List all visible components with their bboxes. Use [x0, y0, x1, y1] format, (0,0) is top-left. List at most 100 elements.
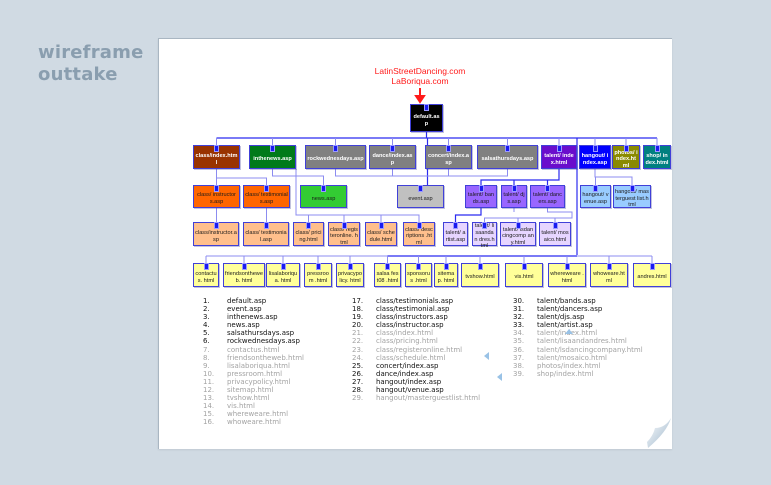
node-class-testimonials[interactable]: class/ testimonials.asp — [243, 185, 290, 208]
node-label: contactus. html — [195, 270, 217, 284]
node-news[interactable]: news.asp — [300, 185, 347, 208]
node-event[interactable]: event.asp — [397, 185, 444, 208]
node-talent-artist[interactable]: talent/ artist.asp — [443, 222, 468, 246]
node-hangout-masterguestlist[interactable]: hangout/ masterguest list.html — [613, 185, 651, 208]
node-class-testimonial[interactable]: class/ testimonial.asp — [243, 222, 289, 246]
page-marker-icon — [505, 145, 510, 152]
node-lisalaboriqua[interactable]: lisalaboriqua. html — [266, 263, 300, 287]
node-inthenews[interactable]: inthenews.asp — [249, 145, 296, 169]
node-whoweare[interactable]: whoweare.html — [590, 263, 628, 287]
node-label: sitemap. html — [437, 270, 455, 284]
node-shop-index[interactable]: shop/ index.html — [643, 145, 671, 169]
page-marker-icon — [321, 185, 326, 192]
node-pressroom[interactable]: pressroom .html — [304, 263, 332, 287]
node-sitemap[interactable]: sitemap. html — [434, 263, 458, 287]
node-concert-index[interactable]: concert/index.asp — [425, 145, 472, 169]
page-list-filename: tvshow.html — [227, 394, 270, 403]
node-vis[interactable]: vis.html — [505, 263, 543, 287]
page-list-filename: contactus.html — [227, 345, 280, 354]
page-list-item: 4.news.asp — [203, 321, 304, 329]
page-list-number: 9. — [203, 361, 210, 370]
page-list-filename: hangout/venue.asp — [376, 386, 444, 395]
node-label: salsathursdays.asp — [481, 156, 534, 163]
page-list-number: 28. — [352, 386, 364, 395]
page-marker-icon — [453, 222, 458, 229]
page-list-item: 34.talent/index.html — [513, 329, 643, 337]
node-label: dance/index.asp — [372, 152, 413, 166]
page-marker-icon — [270, 145, 275, 152]
node-contactus[interactable]: contactus. html — [193, 263, 219, 287]
node-class-pricing[interactable]: class/ pricing.html — [293, 222, 324, 246]
page-marker-icon — [385, 263, 390, 270]
node-talent-mosaico[interactable]: talent/ mosaico.html — [539, 222, 571, 246]
page-list-number: 37. — [513, 353, 525, 362]
node-talent-lisaandandres[interactable]: talent/ lisaandan dres.html — [472, 222, 497, 249]
page-marker-icon — [482, 222, 487, 229]
node-class-instructors[interactable]: class/ instructors.asp — [193, 185, 240, 208]
node-class-registeronline[interactable]: class/ registeronline. html — [328, 222, 360, 246]
page-curl-icon — [623, 400, 671, 448]
page-list-number: 27. — [352, 377, 364, 386]
page-list-item: 9.lisalaboriqua.html — [203, 362, 304, 370]
page-list-filename: concert/index.asp — [376, 361, 439, 370]
node-hangout-index[interactable]: hangout/ index.asp — [579, 145, 611, 169]
page-list-filename: class/instructor.asp — [376, 321, 444, 330]
node-whereweare[interactable]: whereweare .html — [548, 263, 586, 287]
node-dance-index[interactable]: dance/index.asp — [369, 145, 416, 169]
page-marker-icon — [214, 185, 219, 192]
node-class-index[interactable]: class/index.html — [193, 145, 240, 169]
node-label: shop/ index.html — [645, 152, 669, 166]
node-label: class/ testimonial.asp — [245, 229, 287, 243]
page-list-item: 5.salsathursdays.asp — [203, 329, 304, 337]
node-label: rockwednesdays.asp — [307, 156, 364, 163]
node-sponsorus[interactable]: sponsorus .html — [405, 263, 432, 287]
page-list-number: 19. — [352, 313, 364, 322]
page-list-item: 28. hangout/venue.asp — [352, 386, 480, 394]
node-talent-lsdancingcompany[interactable]: talent/ lsdancingcomp any.html — [500, 222, 536, 246]
page-marker-icon — [341, 222, 347, 229]
page-marker-icon — [416, 263, 421, 270]
node-class-schedule[interactable]: class/ schedule.html — [365, 222, 397, 246]
node-friendsontheweb[interactable]: friendsontheweb. html — [223, 263, 265, 287]
page-list-number: 23. — [352, 345, 364, 354]
node-salsathursdays[interactable]: salsathursdays.asp — [477, 145, 538, 169]
node-talent-bands[interactable]: talent/ bands.asp — [465, 185, 497, 208]
node-label: talent/ lsdancingcomp any.html — [502, 226, 534, 246]
node-hangout-venue[interactable]: hangout/ venue.asp — [580, 185, 611, 208]
node-default[interactable]: default.asp — [410, 104, 443, 132]
node-label: talent/ index.html — [544, 152, 574, 166]
node-privacypolicy[interactable]: privacypolicy. html — [336, 263, 364, 287]
connector-line — [295, 169, 420, 222]
connector-line — [484, 208, 573, 222]
node-talent-djs[interactable]: talent/ djs.asp — [501, 185, 527, 208]
page-list-item: 19.class/instructors.asp — [352, 313, 480, 321]
scroll-left-arrow-icon[interactable] — [484, 352, 490, 360]
node-talent-dancers[interactable]: talent/ dancers.asp — [530, 185, 565, 208]
node-photos-index[interactable]: photos/ index.html — [612, 145, 640, 169]
node-class-instructor[interactable]: class/instructor.asp — [193, 222, 239, 246]
node-label: whoweare.html — [593, 270, 625, 284]
node-label: default.asp — [413, 113, 440, 127]
node-label: class/ testimonials.asp — [245, 192, 288, 205]
page-marker-icon — [347, 263, 353, 270]
node-salsafest08[interactable]: salsa fest08 .html — [374, 263, 401, 287]
page-list-number: 32. — [513, 313, 525, 322]
page-marker-icon — [390, 145, 395, 152]
node-label: andres.html — [637, 274, 667, 281]
page-list-item: 12.sitemap.html — [203, 386, 304, 394]
page-marker-icon — [593, 185, 598, 192]
node-rockwednesdays[interactable]: rockwednesdays.asp — [305, 145, 366, 169]
node-talent-index[interactable]: talent/ index.html — [541, 145, 577, 169]
page-list-filename: whoweare.html — [227, 418, 281, 427]
page-list-number: 7. — [203, 345, 210, 354]
scroll-up-arrow-icon[interactable] — [565, 329, 573, 334]
scroll-left-arrow-icon-2[interactable] — [497, 373, 503, 381]
node-label: friendsontheweb. html — [225, 270, 263, 284]
node-andres[interactable]: andres.html — [633, 263, 671, 287]
node-class-descriptions[interactable]: class/ descriptions .html — [403, 222, 435, 246]
page-list-item: 17.class/testimonials.asp — [352, 297, 480, 305]
page-list-number: 21. — [352, 329, 364, 338]
node-tvshow[interactable]: tvshow.html — [461, 263, 499, 287]
page-list-item: 35.talent/lisaandandres.html — [513, 337, 643, 345]
